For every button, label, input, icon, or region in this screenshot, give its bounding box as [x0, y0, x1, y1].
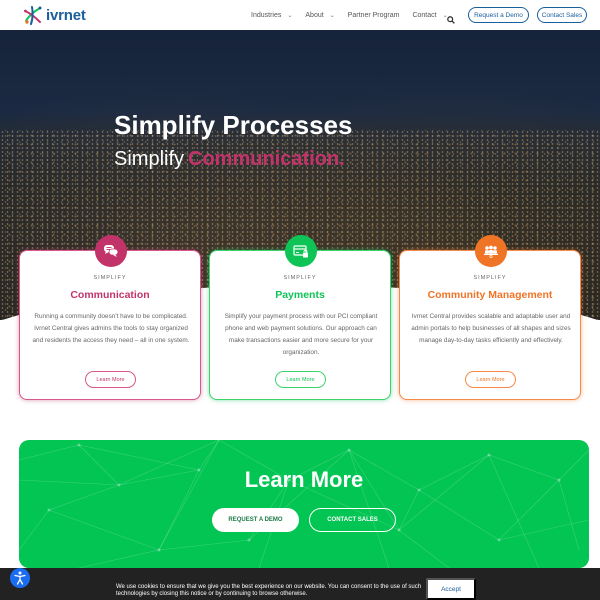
logo-link[interactable]: ivrnet: [23, 5, 86, 25]
cookie-accept-button[interactable]: Accept: [426, 578, 476, 600]
cta-contact-sales-button[interactable]: CONTACT SALES: [309, 508, 396, 532]
nav-label: Partner Program: [347, 11, 400, 19]
card-body: Running a community doesn't have to be c…: [32, 313, 190, 344]
accessibility-icon: [14, 571, 26, 585]
credit-card-lock-icon: [285, 235, 317, 267]
hero-title: Simplify Processes: [114, 110, 353, 140]
cta-request-demo-button[interactable]: REQUEST A DEMO: [212, 508, 299, 532]
cta-title: Learn More: [244, 467, 364, 492]
site-header: ivrnet Industries ⌄ About ⌄ Partner Prog…: [0, 0, 600, 30]
cookie-text: We use cookies to ensure that we give yo…: [116, 584, 422, 597]
logo-text: ivrnet: [46, 6, 86, 24]
logo-icon: [23, 5, 43, 25]
contact-sales-button[interactable]: Contact Sales: [537, 7, 587, 23]
nav-label: About: [305, 11, 324, 19]
card-payments: SIMPLIFY Payments Simplify your payment …: [209, 235, 391, 400]
chevron-down-icon: ⌄: [287, 12, 293, 19]
nav-label: Industries: [251, 11, 282, 19]
request-demo-button[interactable]: Request a Demo: [468, 7, 529, 23]
card-title: Communication: [70, 289, 150, 301]
hero-subtitle-prefix: Simplify: [114, 148, 185, 170]
nav-item-contact[interactable]: Contact ⌄: [412, 12, 447, 19]
nav-item-about[interactable]: About ⌄: [305, 12, 334, 19]
cookie-banner: We use cookies to ensure that we give yo…: [0, 568, 600, 600]
accessibility-button[interactable]: [10, 568, 30, 588]
learn-more-button[interactable]: Learn More: [275, 371, 326, 388]
learn-more-button[interactable]: Learn More: [465, 371, 516, 388]
learn-more-button[interactable]: Learn More: [85, 371, 136, 388]
users-group-icon: [475, 235, 507, 267]
search-icon[interactable]: [447, 11, 455, 24]
nav-item-industries[interactable]: Industries ⌄: [251, 12, 292, 19]
card-kicker: SIMPLIFY: [283, 275, 317, 281]
network-pattern-background: [19, 440, 589, 568]
card-body: Simplify your payment process with our P…: [224, 313, 378, 356]
nav-item-partner-program[interactable]: Partner Program: [348, 12, 400, 19]
card-kicker: SIMPLIFY: [93, 275, 127, 281]
card-title: Community Management: [427, 289, 553, 301]
card-communication: SIMPLIFY Communication Running a communi…: [19, 235, 201, 400]
learn-more-cta: Learn More REQUEST A DEMO CONTACT SALES: [19, 440, 589, 568]
chat-bubbles-icon: [95, 235, 127, 267]
card-title: Payments: [275, 289, 325, 301]
hero-subtitle-accent: Communication.: [188, 148, 345, 170]
card-kicker: SIMPLIFY: [473, 275, 507, 281]
main-nav: Industries ⌄ About ⌄ Partner Program Con…: [251, 0, 461, 30]
card-body: Ivrnet Central provides scalable and ada…: [411, 313, 571, 344]
chevron-down-icon: ⌄: [329, 12, 335, 19]
nav-label: Contact: [412, 11, 437, 19]
card-community-management: SIMPLIFY Community Management Ivrnet Cen…: [399, 235, 581, 400]
chevron-down-icon: ⌄: [442, 12, 448, 19]
